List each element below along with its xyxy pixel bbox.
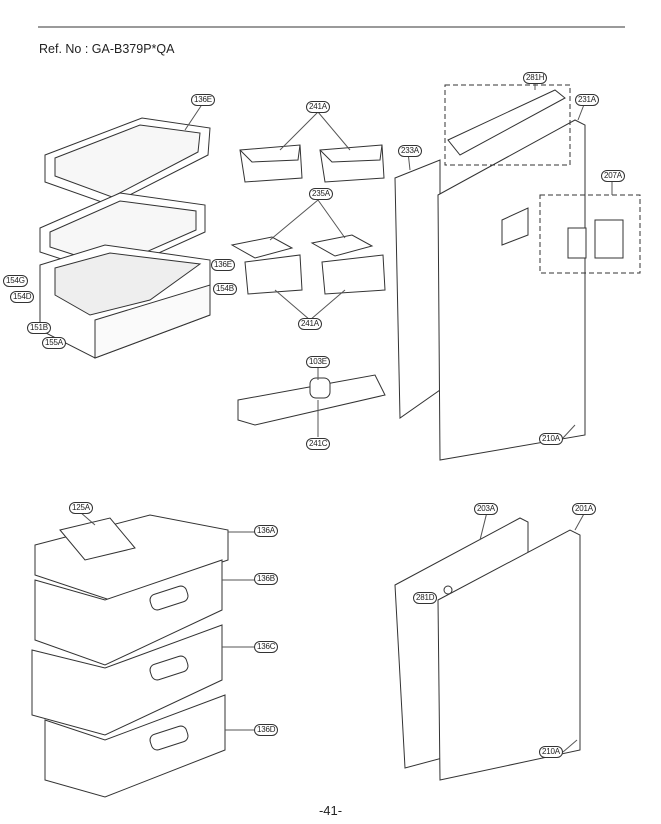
door-bin-top-right	[319, 144, 385, 183]
callout-136A: 136A	[254, 525, 278, 537]
callout-125A: 125A	[69, 502, 93, 514]
callout-231A: 231A	[575, 94, 599, 106]
page-number: -41-	[318, 803, 343, 818]
callout-241A-bottom: 241A	[298, 318, 322, 330]
callout-136D: 136D	[254, 724, 279, 736]
callout-203A: 203A	[474, 503, 498, 515]
crisper-drawer	[39, 244, 211, 359]
callout-136E-upper: 136E	[191, 94, 215, 106]
freezer-door-assembly	[394, 517, 581, 781]
callout-241C: 241C	[306, 438, 331, 450]
callout-281H: 281H	[523, 72, 548, 84]
callout-241A-top: 241A	[306, 101, 330, 113]
callout-233A: 233A	[398, 145, 422, 157]
callout-235A: 235A	[309, 188, 333, 200]
callout-136E-lower: 136E	[211, 259, 235, 271]
door-bin-top-left	[239, 144, 303, 183]
callout-201A: 201A	[572, 503, 596, 515]
callout-210A-upper: 210A	[539, 433, 563, 445]
ref-number: Ref. No : GA-B379P*QA	[39, 42, 175, 56]
fridge-door-assembly	[394, 84, 641, 461]
callout-103E: 103E	[306, 356, 330, 368]
callout-136B: 136B	[254, 573, 278, 585]
callout-154G: 154G	[3, 275, 28, 287]
callout-136C: 136C	[254, 641, 279, 653]
callout-155A: 155A	[42, 337, 66, 349]
callout-154D: 154D	[10, 291, 35, 303]
egg-tray-right	[310, 234, 374, 257]
glass-shelf-upper	[44, 117, 211, 206]
header-rule	[38, 26, 625, 28]
door-bin-mid-right	[321, 254, 386, 295]
callout-151B: 151B	[27, 322, 51, 334]
freezer-drawers	[31, 514, 229, 798]
leader-lines	[79, 80, 613, 753]
door-bin-mid-left	[244, 254, 303, 295]
callout-281D: 281D	[413, 592, 438, 604]
callout-207A: 207A	[601, 170, 625, 182]
callout-154B: 154B	[213, 283, 237, 295]
egg-tray-left	[230, 236, 294, 259]
callout-210A-lower: 210A	[539, 746, 563, 758]
door-bin-bottom	[237, 374, 386, 426]
